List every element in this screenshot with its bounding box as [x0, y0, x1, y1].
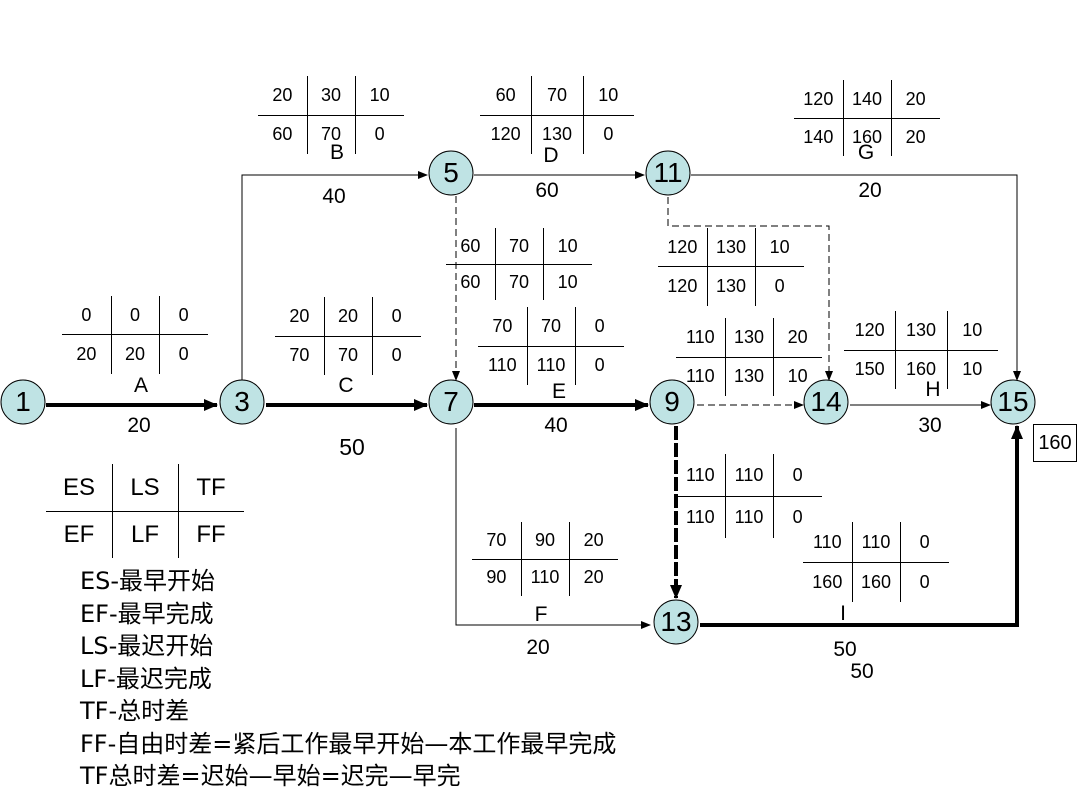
node-label: 1 [15, 386, 31, 417]
node-label: 9 [664, 386, 680, 417]
note-line: TF-总时差 [80, 697, 190, 725]
activity-name: C [338, 374, 354, 397]
arrow-13-15 [700, 425, 1023, 627]
activity-duration: 60 [535, 179, 559, 202]
activity-name: F [534, 603, 548, 626]
arrow-7-13 [455, 428, 651, 629]
activity-name: A [133, 374, 149, 397]
note-line: TF总时差=迟始—早始=迟完—早完 [80, 762, 461, 790]
node-label: 13 [660, 606, 692, 637]
node-circle-9 [649, 379, 695, 425]
activity-duration: 20 [858, 179, 882, 202]
activity-name: G [857, 141, 875, 164]
node-circle-13 [653, 599, 699, 645]
node-circle-15 [990, 379, 1036, 425]
legend-notes: ES-最早开始 EF-最早完成 LS-最迟开始 LF-最迟完成 TF-总时差 F… [80, 565, 616, 793]
node-label: 14 [810, 386, 842, 417]
note-line: FF-自由时差=紧后工作最早开始—本工作最早完成 [80, 729, 617, 758]
node-circle-5 [428, 150, 474, 196]
activity-duration: 40 [322, 185, 346, 208]
activity-duration: 30 [918, 414, 942, 437]
activity-name: I [840, 602, 846, 625]
total-duration-box: 160 [1033, 424, 1077, 462]
note-line: LF-最迟完成 [80, 664, 212, 693]
node-circle-7 [428, 379, 474, 425]
activity-duration: 20 [526, 636, 550, 659]
node-circle-3 [219, 379, 265, 425]
activity-name: B [329, 141, 345, 164]
activity-name: H [925, 378, 941, 401]
node-label: 5 [443, 157, 459, 188]
activity-name: E [551, 380, 567, 403]
activity-duration-extra: 50 [850, 660, 874, 683]
node-label: 3 [234, 386, 250, 417]
dummy-11-14 [667, 197, 833, 381]
arrow-3-5 [241, 171, 428, 381]
node-circle-11 [645, 150, 691, 196]
note-line: EF-最早完成 [80, 599, 214, 628]
activity-duration: 40 [544, 414, 568, 437]
node-circle-1 [0, 379, 46, 425]
node-label: 7 [443, 386, 459, 417]
note-line: LS-最迟开始 [80, 632, 214, 660]
activity-duration: 50 [339, 434, 365, 460]
activity-name: D [543, 144, 559, 167]
node-label: 11 [653, 157, 683, 188]
note-line: ES-最早开始 [80, 567, 216, 595]
activity-duration: 50 [833, 638, 857, 661]
node-circle-14 [803, 379, 849, 425]
arrow-11-15 [691, 174, 1021, 381]
activity-duration: 20 [127, 414, 151, 437]
node-label: 15 [997, 386, 1029, 417]
